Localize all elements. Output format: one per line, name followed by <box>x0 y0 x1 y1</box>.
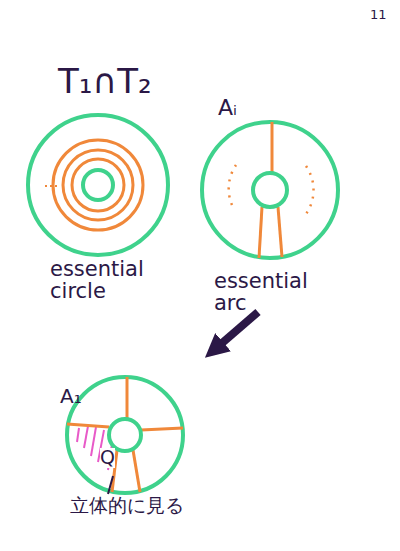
annulus-label: A₁ <box>60 386 82 407</box>
point-label: Q <box>100 448 115 468</box>
annulus-circles <box>28 115 168 255</box>
annulus-arcs <box>202 122 338 258</box>
title: T₁∩T₂ <box>58 64 152 100</box>
note: 立体的に見る <box>70 496 184 516</box>
leader-line <box>108 476 113 494</box>
page-number: 11 <box>370 8 387 22</box>
caption-label: essential circle <box>50 258 160 302</box>
arrow <box>214 312 258 350</box>
annulus-label: Aᵢ <box>218 96 237 119</box>
caption-label: essential arc <box>214 270 334 314</box>
